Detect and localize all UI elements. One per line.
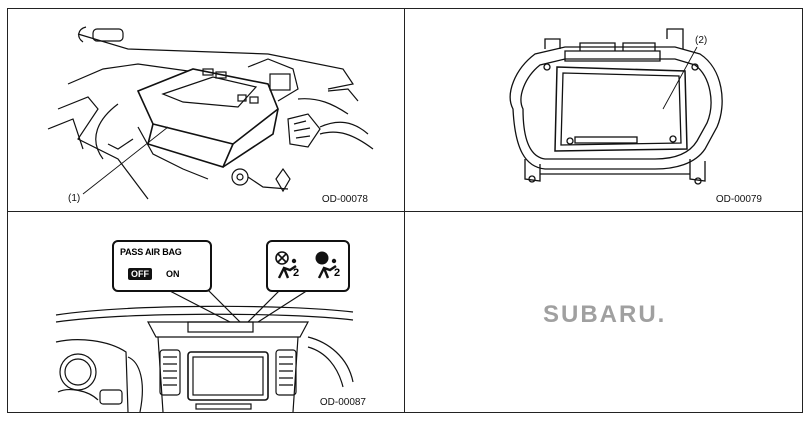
panel-control-module: (1) OD-00078 xyxy=(8,9,405,212)
off-icon-subscript: 2 xyxy=(293,267,300,279)
panel-seat-frame: (2) OD-00079 xyxy=(405,9,802,212)
seat-frame-drawing xyxy=(509,28,723,185)
callout-module: (1) xyxy=(68,193,81,204)
subaru-logo: SUBARU. xyxy=(543,301,667,328)
dashboard-drawing xyxy=(55,289,354,412)
indicator-off-label: OFF xyxy=(128,268,152,280)
figure-code-od-00087: OD-00087 xyxy=(319,397,366,408)
control-module-drawing xyxy=(47,26,374,200)
figure-grid: (1) OD-00078 xyxy=(7,8,803,413)
panel-dashboard-indicator: PASS AIR BAG OFF ON xyxy=(8,212,405,412)
passenger-airbag-icons: 2 2 xyxy=(266,240,350,292)
airbag-status-icons xyxy=(275,251,337,279)
airbag-off-icon xyxy=(275,251,297,279)
airbag-on-icon xyxy=(315,251,337,279)
figure-code-od-00078: OD-00078 xyxy=(321,194,368,205)
pass-air-bag-indicator: PASS AIR BAG OFF ON xyxy=(112,240,212,292)
on-icon-subscript: 2 xyxy=(334,267,341,279)
callout-sensor: (2) xyxy=(695,35,708,46)
indicator-on-label: ON xyxy=(166,269,180,279)
figure-code-od-00079: OD-00079 xyxy=(715,194,762,205)
indicator-title: PASS AIR BAG xyxy=(120,247,182,257)
panel-logo: SUBARU. xyxy=(405,212,802,412)
